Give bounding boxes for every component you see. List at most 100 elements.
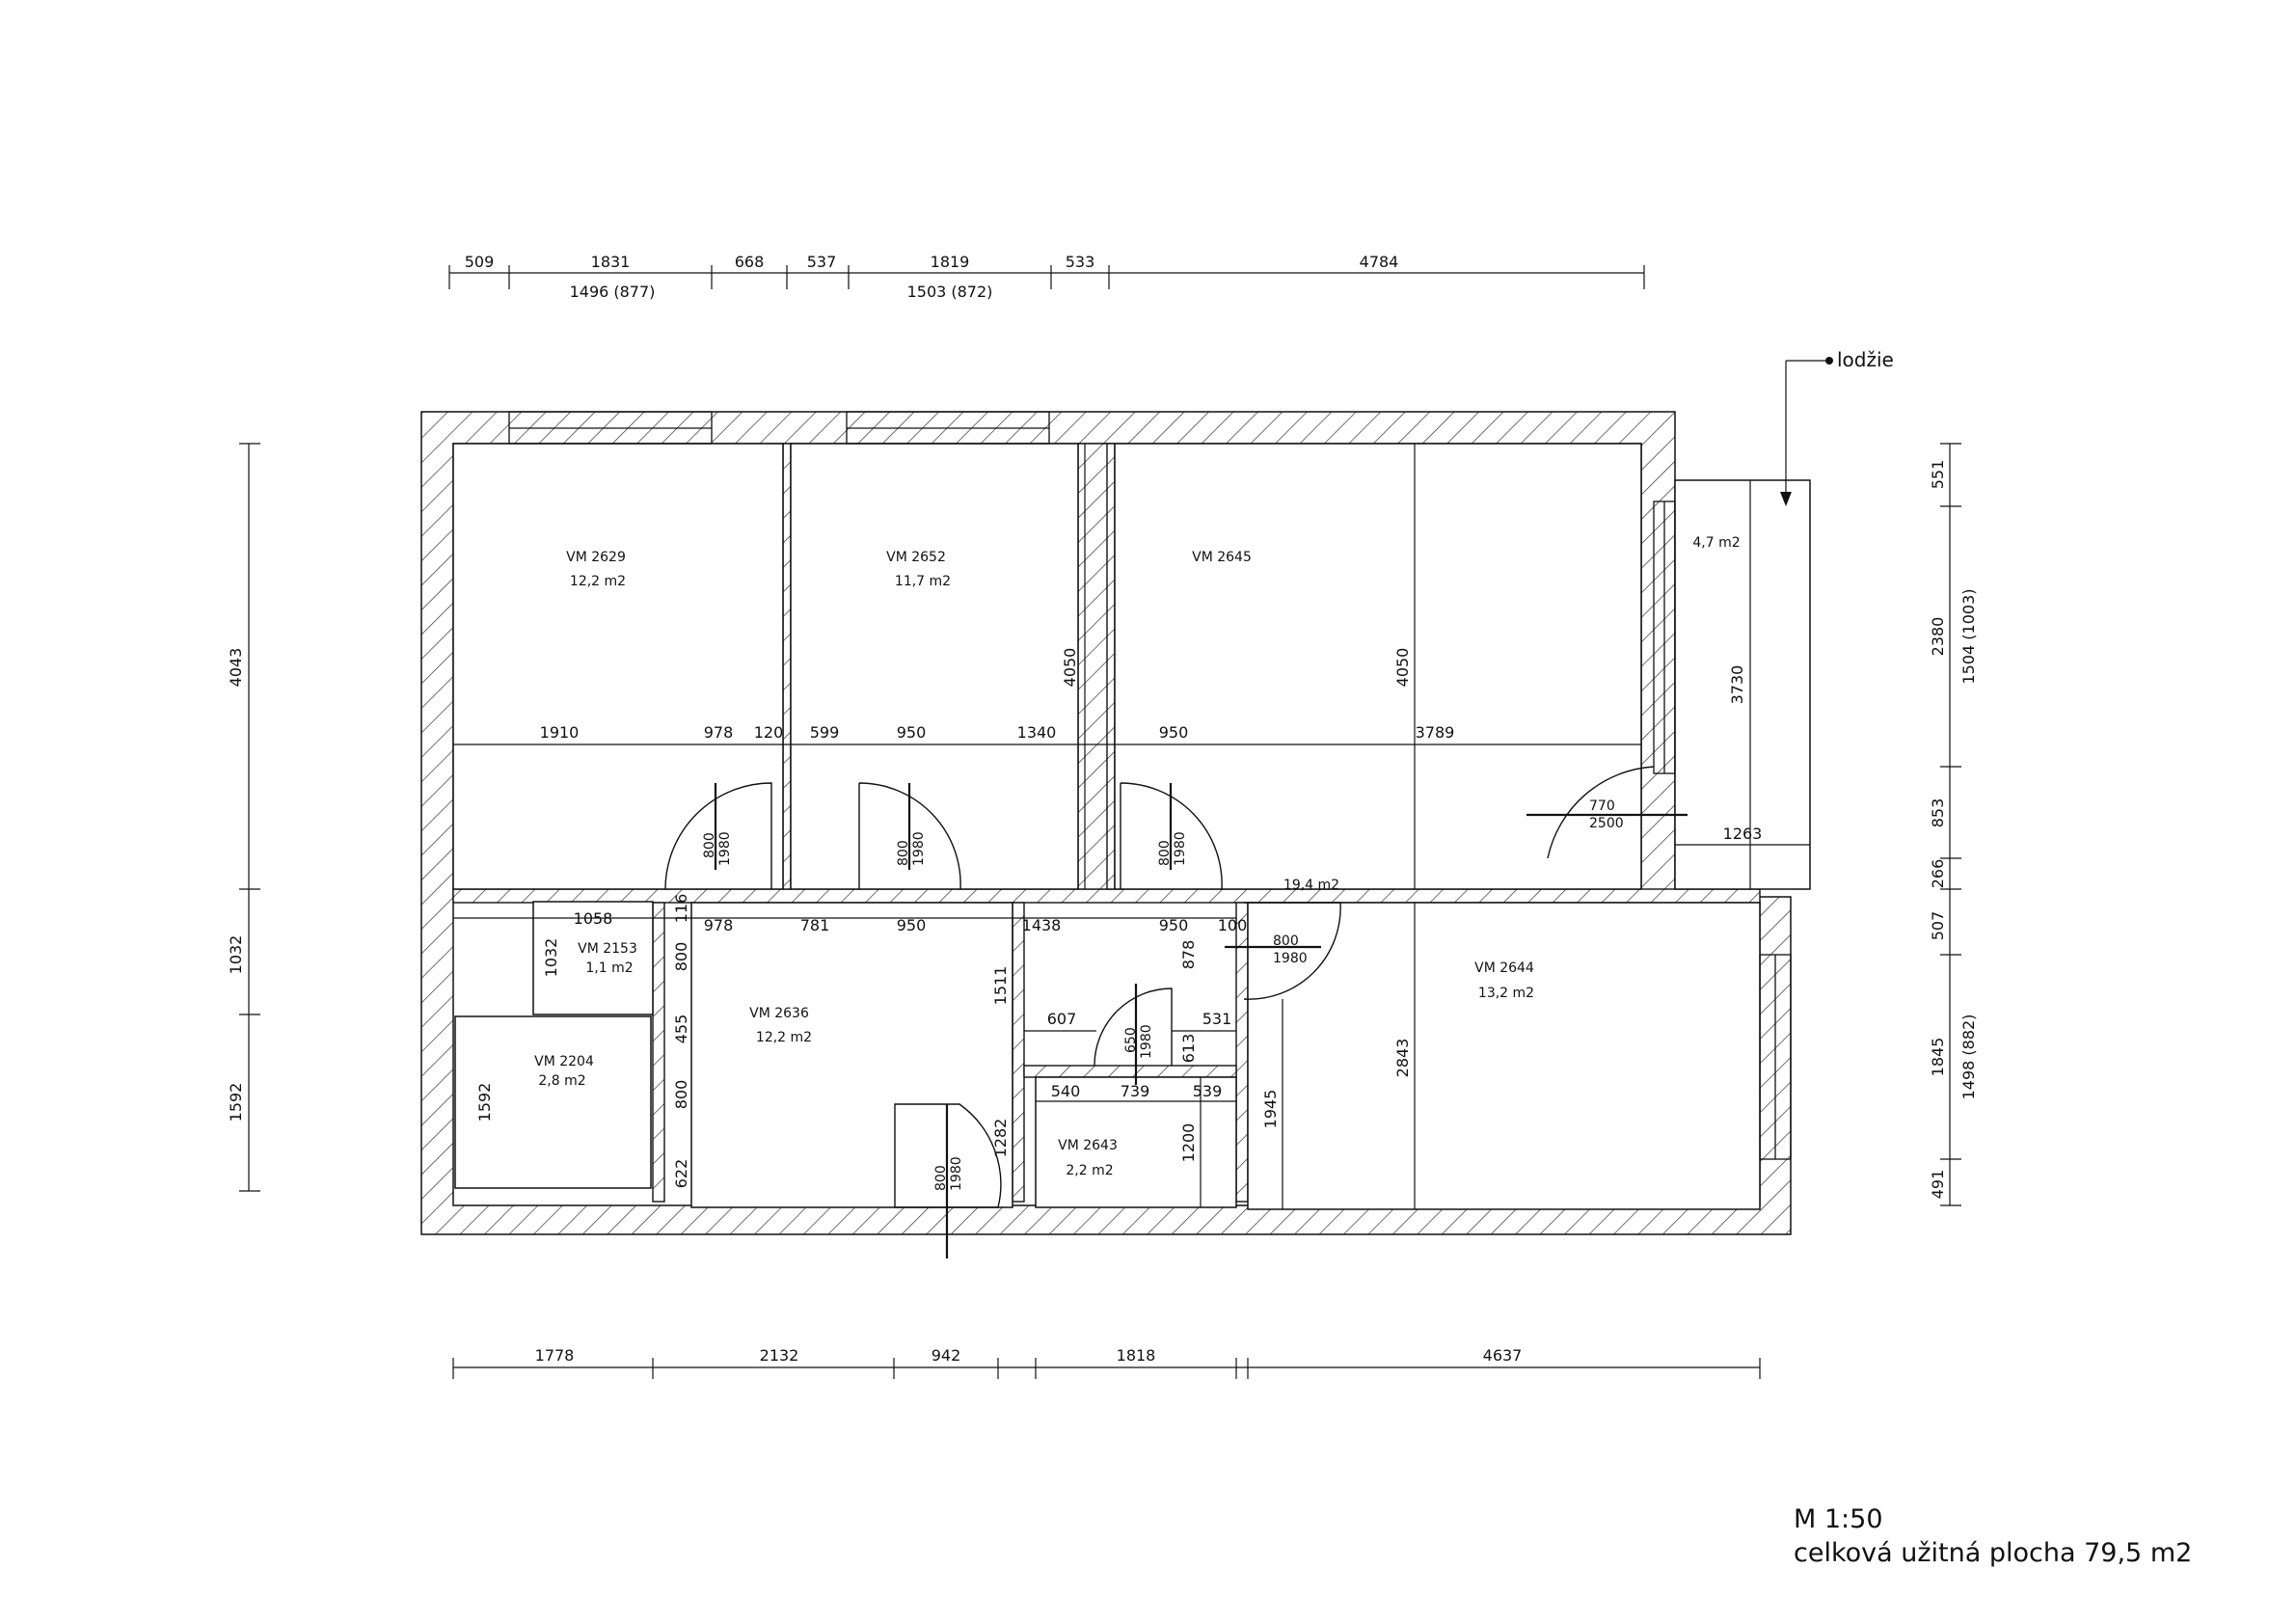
dim-label: 800	[672, 942, 690, 972]
dim-label: 1831	[591, 253, 631, 271]
right-dimension-labels: 551 2380 853 266 507 1845 491 1504 (1003…	[1929, 460, 1978, 1200]
room-area: 2,2 m2	[1066, 1163, 1113, 1178]
door-width: 800	[1157, 840, 1173, 866]
dim-label: 1592	[475, 1083, 494, 1123]
dim-label: 539	[1193, 1082, 1223, 1100]
dimension-lines	[239, 265, 1961, 1379]
dim-label: 950	[1159, 723, 1189, 742]
dim-label: 120	[754, 723, 784, 742]
dim-label: 1778	[535, 1346, 575, 1365]
dim-label: 978	[704, 916, 734, 934]
dim-label: 100	[1218, 916, 1248, 934]
dim-label: 266	[1929, 859, 1947, 889]
dim-label: 878	[1179, 940, 1198, 970]
dim-label: 4050	[1393, 648, 1412, 688]
windows	[508, 411, 1792, 1160]
dim-label: 455	[672, 1014, 690, 1044]
room-id: VM 2652	[886, 550, 946, 565]
dim-label: 4050	[1061, 648, 1079, 688]
top-dimension-labels: 509 1831 668 537 1819 533 4784 1496 (877…	[465, 253, 1399, 301]
door-labels: 800 1980 800 1980 800 1980 800 1980 770 …	[702, 798, 1624, 1191]
dim-label: 531	[1202, 1010, 1232, 1028]
room-area: 2,8 m2	[538, 1073, 585, 1089]
dim-label: 599	[810, 723, 840, 742]
dim-label: 537	[807, 253, 837, 271]
dim-label: 1818	[1117, 1346, 1156, 1365]
dim-label: 1438	[1022, 916, 1062, 934]
left-dimension-labels: 4043 1032 1592	[227, 648, 245, 1123]
dim-label: 507	[1929, 911, 1947, 941]
room-id: VM 2645	[1192, 550, 1252, 565]
room-id: VM 2644	[1474, 960, 1534, 976]
dim-label: 950	[897, 916, 927, 934]
loggia-label: lodžie	[1837, 348, 1894, 371]
dim-label: 491	[1929, 1170, 1947, 1200]
dim-label: 1340	[1017, 723, 1057, 742]
door-height: 1980	[717, 831, 733, 866]
room-area: 12,2 m2	[570, 574, 626, 589]
dim-label: 942	[932, 1346, 961, 1365]
dim-label: 4637	[1483, 1346, 1523, 1365]
room-id: VM 2643	[1058, 1138, 1118, 1153]
door-width: 800	[896, 840, 911, 866]
door-height: 1980	[949, 1156, 964, 1191]
dim-label: 781	[800, 916, 830, 934]
room-area: 11,7 m2	[895, 574, 951, 589]
door-height: 1980	[1273, 951, 1308, 966]
dim-label: 1504 (1003)	[1959, 588, 1978, 684]
dim-label: 1032	[227, 935, 245, 975]
scale-label: M 1:50	[1794, 1504, 1883, 1534]
dim-label: 4043	[227, 648, 245, 688]
room-area: 13,2 m2	[1478, 986, 1534, 1001]
door-width: 770	[1589, 798, 1615, 814]
dim-label: 1945	[1261, 1090, 1280, 1129]
room-id: VM 2153	[578, 941, 637, 957]
dim-label: 668	[735, 253, 765, 271]
dim-label: 4784	[1360, 253, 1399, 271]
dim-label: 1032	[542, 938, 560, 978]
dim-label: 950	[897, 723, 927, 742]
dim-label: 739	[1121, 1082, 1150, 1100]
room-id: VM 2636	[749, 1006, 809, 1021]
dim-label: 1058	[574, 909, 613, 928]
interior-walls	[452, 443, 1761, 1203]
dim-label: 1503 (872)	[907, 283, 993, 301]
bottom-dimension-labels: 1778 2132 942 1818 4637	[535, 1346, 1523, 1365]
dim-label: 1496 (877)	[570, 283, 656, 301]
room-id: VM 2629	[566, 550, 626, 565]
dim-label: 3730	[1728, 665, 1746, 705]
room-id: VM 2204	[534, 1054, 594, 1069]
dim-label: 622	[672, 1159, 690, 1189]
door-height: 1980	[1139, 1024, 1154, 1059]
dim-label: 853	[1929, 798, 1947, 828]
door-height: 1980	[911, 831, 927, 866]
dim-label: 533	[1066, 253, 1095, 271]
room-area: 19,4 m2	[1283, 878, 1339, 893]
dim-label: 1910	[540, 723, 580, 742]
dim-label: 509	[465, 253, 495, 271]
room-area: 12,2 m2	[756, 1030, 812, 1045]
dim-label: 2380	[1929, 617, 1947, 657]
door-height: 2500	[1589, 816, 1624, 831]
door-width: 650	[1123, 1027, 1139, 1053]
dim-label: 978	[704, 723, 734, 742]
dim-label: 1592	[227, 1083, 245, 1123]
door-width: 800	[1273, 933, 1299, 949]
room-area: 1,1 m2	[585, 960, 633, 976]
dim-label: 1282	[991, 1119, 1010, 1158]
dim-label: 613	[1179, 1034, 1198, 1064]
door-width: 800	[933, 1165, 949, 1191]
dim-label: 800	[672, 1080, 690, 1110]
room-labels: VM 2629 12,2 m2 VM 2652 11,7 m2 VM 2645 …	[534, 535, 1741, 1178]
dim-label: 1200	[1179, 1123, 1198, 1163]
dim-label: 116	[672, 894, 690, 924]
doors	[664, 766, 1655, 1208]
door-width: 800	[702, 832, 717, 858]
dim-label: 1511	[991, 966, 1010, 1006]
room-area: 4,7 m2	[1692, 535, 1740, 551]
door-height: 1980	[1173, 831, 1188, 866]
total-area-label: celková užitná plocha 79,5 m2	[1794, 1538, 2193, 1568]
dim-label: 3789	[1416, 723, 1455, 742]
dim-label: 1845	[1929, 1038, 1947, 1077]
